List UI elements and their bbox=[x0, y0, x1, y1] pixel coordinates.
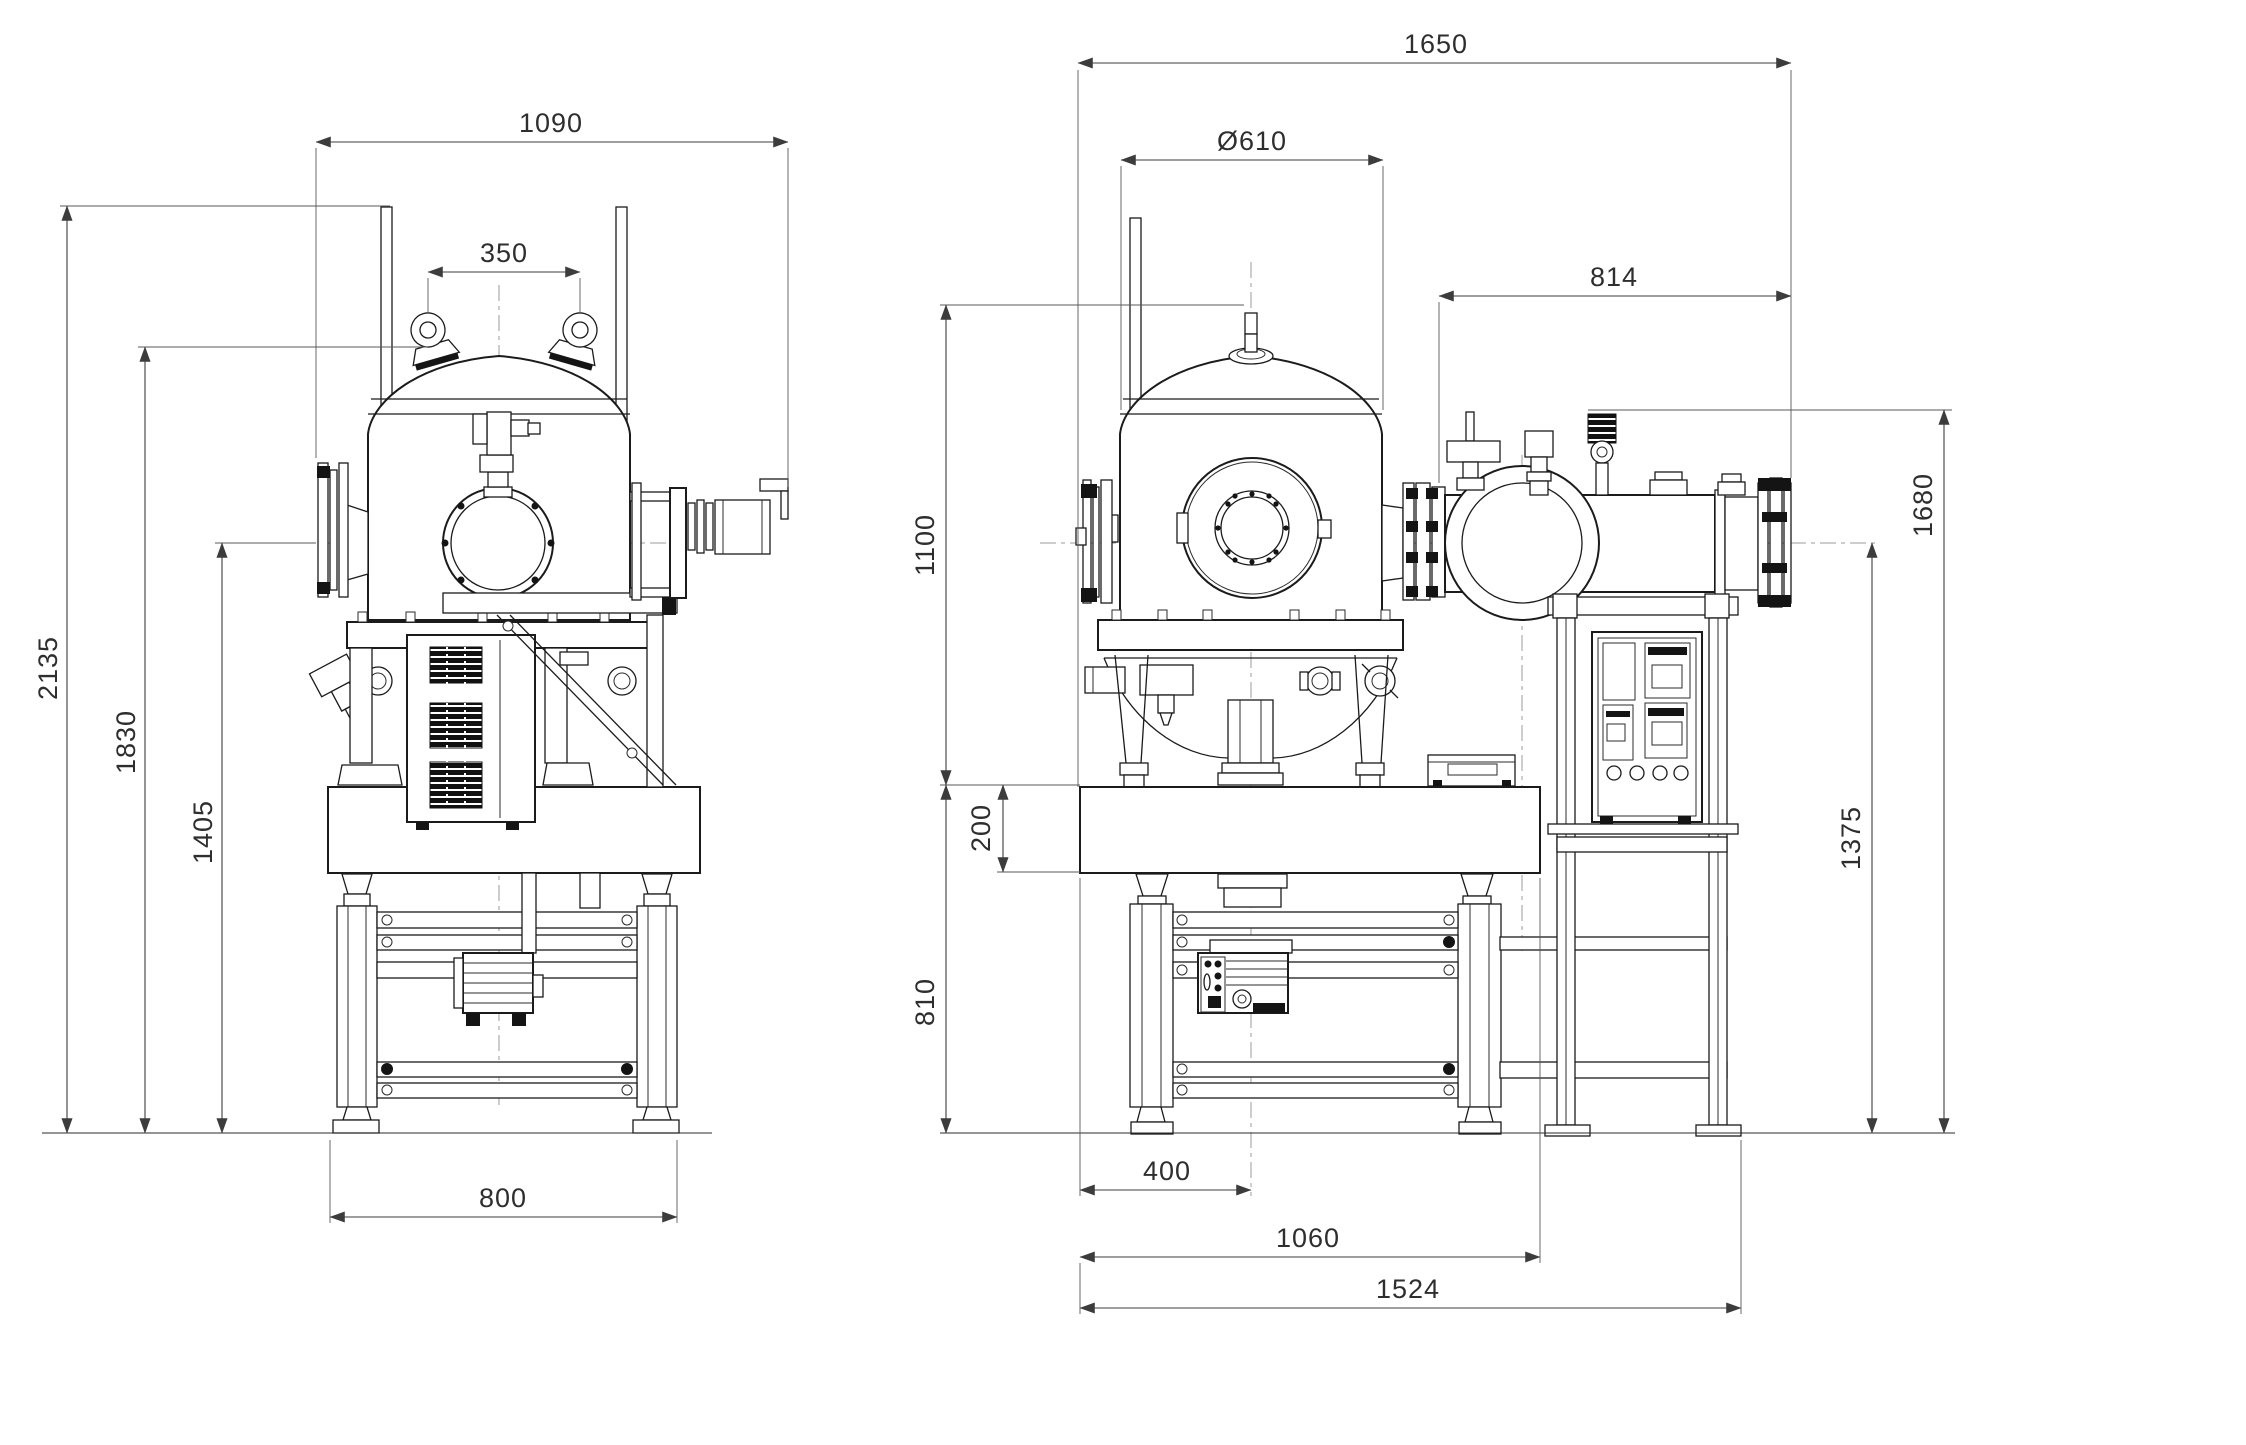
dim-label-plate-to-center: 400 bbox=[1143, 1156, 1191, 1186]
control-cabinet-front bbox=[1591, 631, 1703, 824]
lifting-lug bbox=[547, 312, 598, 371]
side-view-dimensions: 1090 350 2135 1830 1405 800 bbox=[33, 108, 789, 1223]
transfer-tube bbox=[1444, 465, 1792, 621]
chamber-bottom bbox=[1084, 654, 1399, 788]
dim-label-plate-thickness: 200 bbox=[966, 804, 996, 852]
support-frame-front bbox=[1129, 873, 1502, 1135]
chamber-legs bbox=[337, 647, 594, 786]
dim-label-overall-stand-width: 1524 bbox=[1376, 1274, 1440, 1304]
chamber-leg bbox=[1354, 654, 1389, 788]
dim-label-lug-spacing: 350 bbox=[480, 238, 528, 268]
vacuum-pump-front bbox=[1197, 939, 1293, 1014]
viewport bbox=[1101, 457, 1332, 599]
side-drive-assembly bbox=[629, 478, 789, 601]
side-view: 1090 350 2135 1830 1405 800 bbox=[33, 108, 789, 1223]
dim-label-plate-to-floor: 810 bbox=[910, 978, 940, 1026]
chamber-leg bbox=[1114, 654, 1149, 788]
support-frame-side bbox=[332, 873, 680, 1134]
right-port-flange-front bbox=[1381, 482, 1446, 601]
side-port-flange bbox=[317, 462, 369, 598]
tube-instruments bbox=[1446, 411, 1746, 496]
vent-valve bbox=[472, 411, 541, 498]
dim-label-chamber-diameter: Ø610 bbox=[1217, 126, 1287, 156]
dim-label-instrument-height: 1680 bbox=[1908, 473, 1938, 537]
vacuum-pump-side bbox=[453, 872, 601, 1026]
dim-label-tube-axis-height: 1375 bbox=[1836, 806, 1866, 870]
weighing-scale bbox=[1427, 754, 1516, 787]
dim-label-tube-length: 814 bbox=[1590, 262, 1638, 292]
lifting-lug bbox=[410, 312, 461, 371]
front-view-dimensions: 1650 Ø610 814 1100 200 810 1680 1375 bbox=[910, 29, 1952, 1314]
chamber-support-ring-front bbox=[1097, 609, 1404, 659]
left-port-flange-front bbox=[1075, 479, 1113, 604]
dim-label-overall-width-side: 1090 bbox=[519, 108, 583, 138]
dim-label-frame-width: 800 bbox=[479, 1183, 527, 1213]
dim-label-port-axis-height: 1405 bbox=[188, 800, 218, 864]
control-cabinet-stand bbox=[1499, 593, 1742, 1137]
baseplate-front bbox=[1079, 786, 1541, 874]
control-cabinet-side bbox=[406, 634, 536, 830]
front-view: 1650 Ø610 814 1100 200 810 1680 1375 bbox=[910, 29, 1955, 1314]
dim-label-overall-height: 2135 bbox=[33, 636, 63, 700]
dim-label-overall-width-front: 1650 bbox=[1404, 29, 1468, 59]
dim-label-stem-height: 1100 bbox=[910, 514, 940, 576]
side-tube-end-flange bbox=[441, 486, 555, 600]
dim-label-plate-width: 1060 bbox=[1276, 1223, 1340, 1253]
dim-label-dome-height: 1830 bbox=[111, 710, 141, 774]
side-assembly-support bbox=[442, 588, 678, 788]
kf-port bbox=[559, 651, 637, 696]
